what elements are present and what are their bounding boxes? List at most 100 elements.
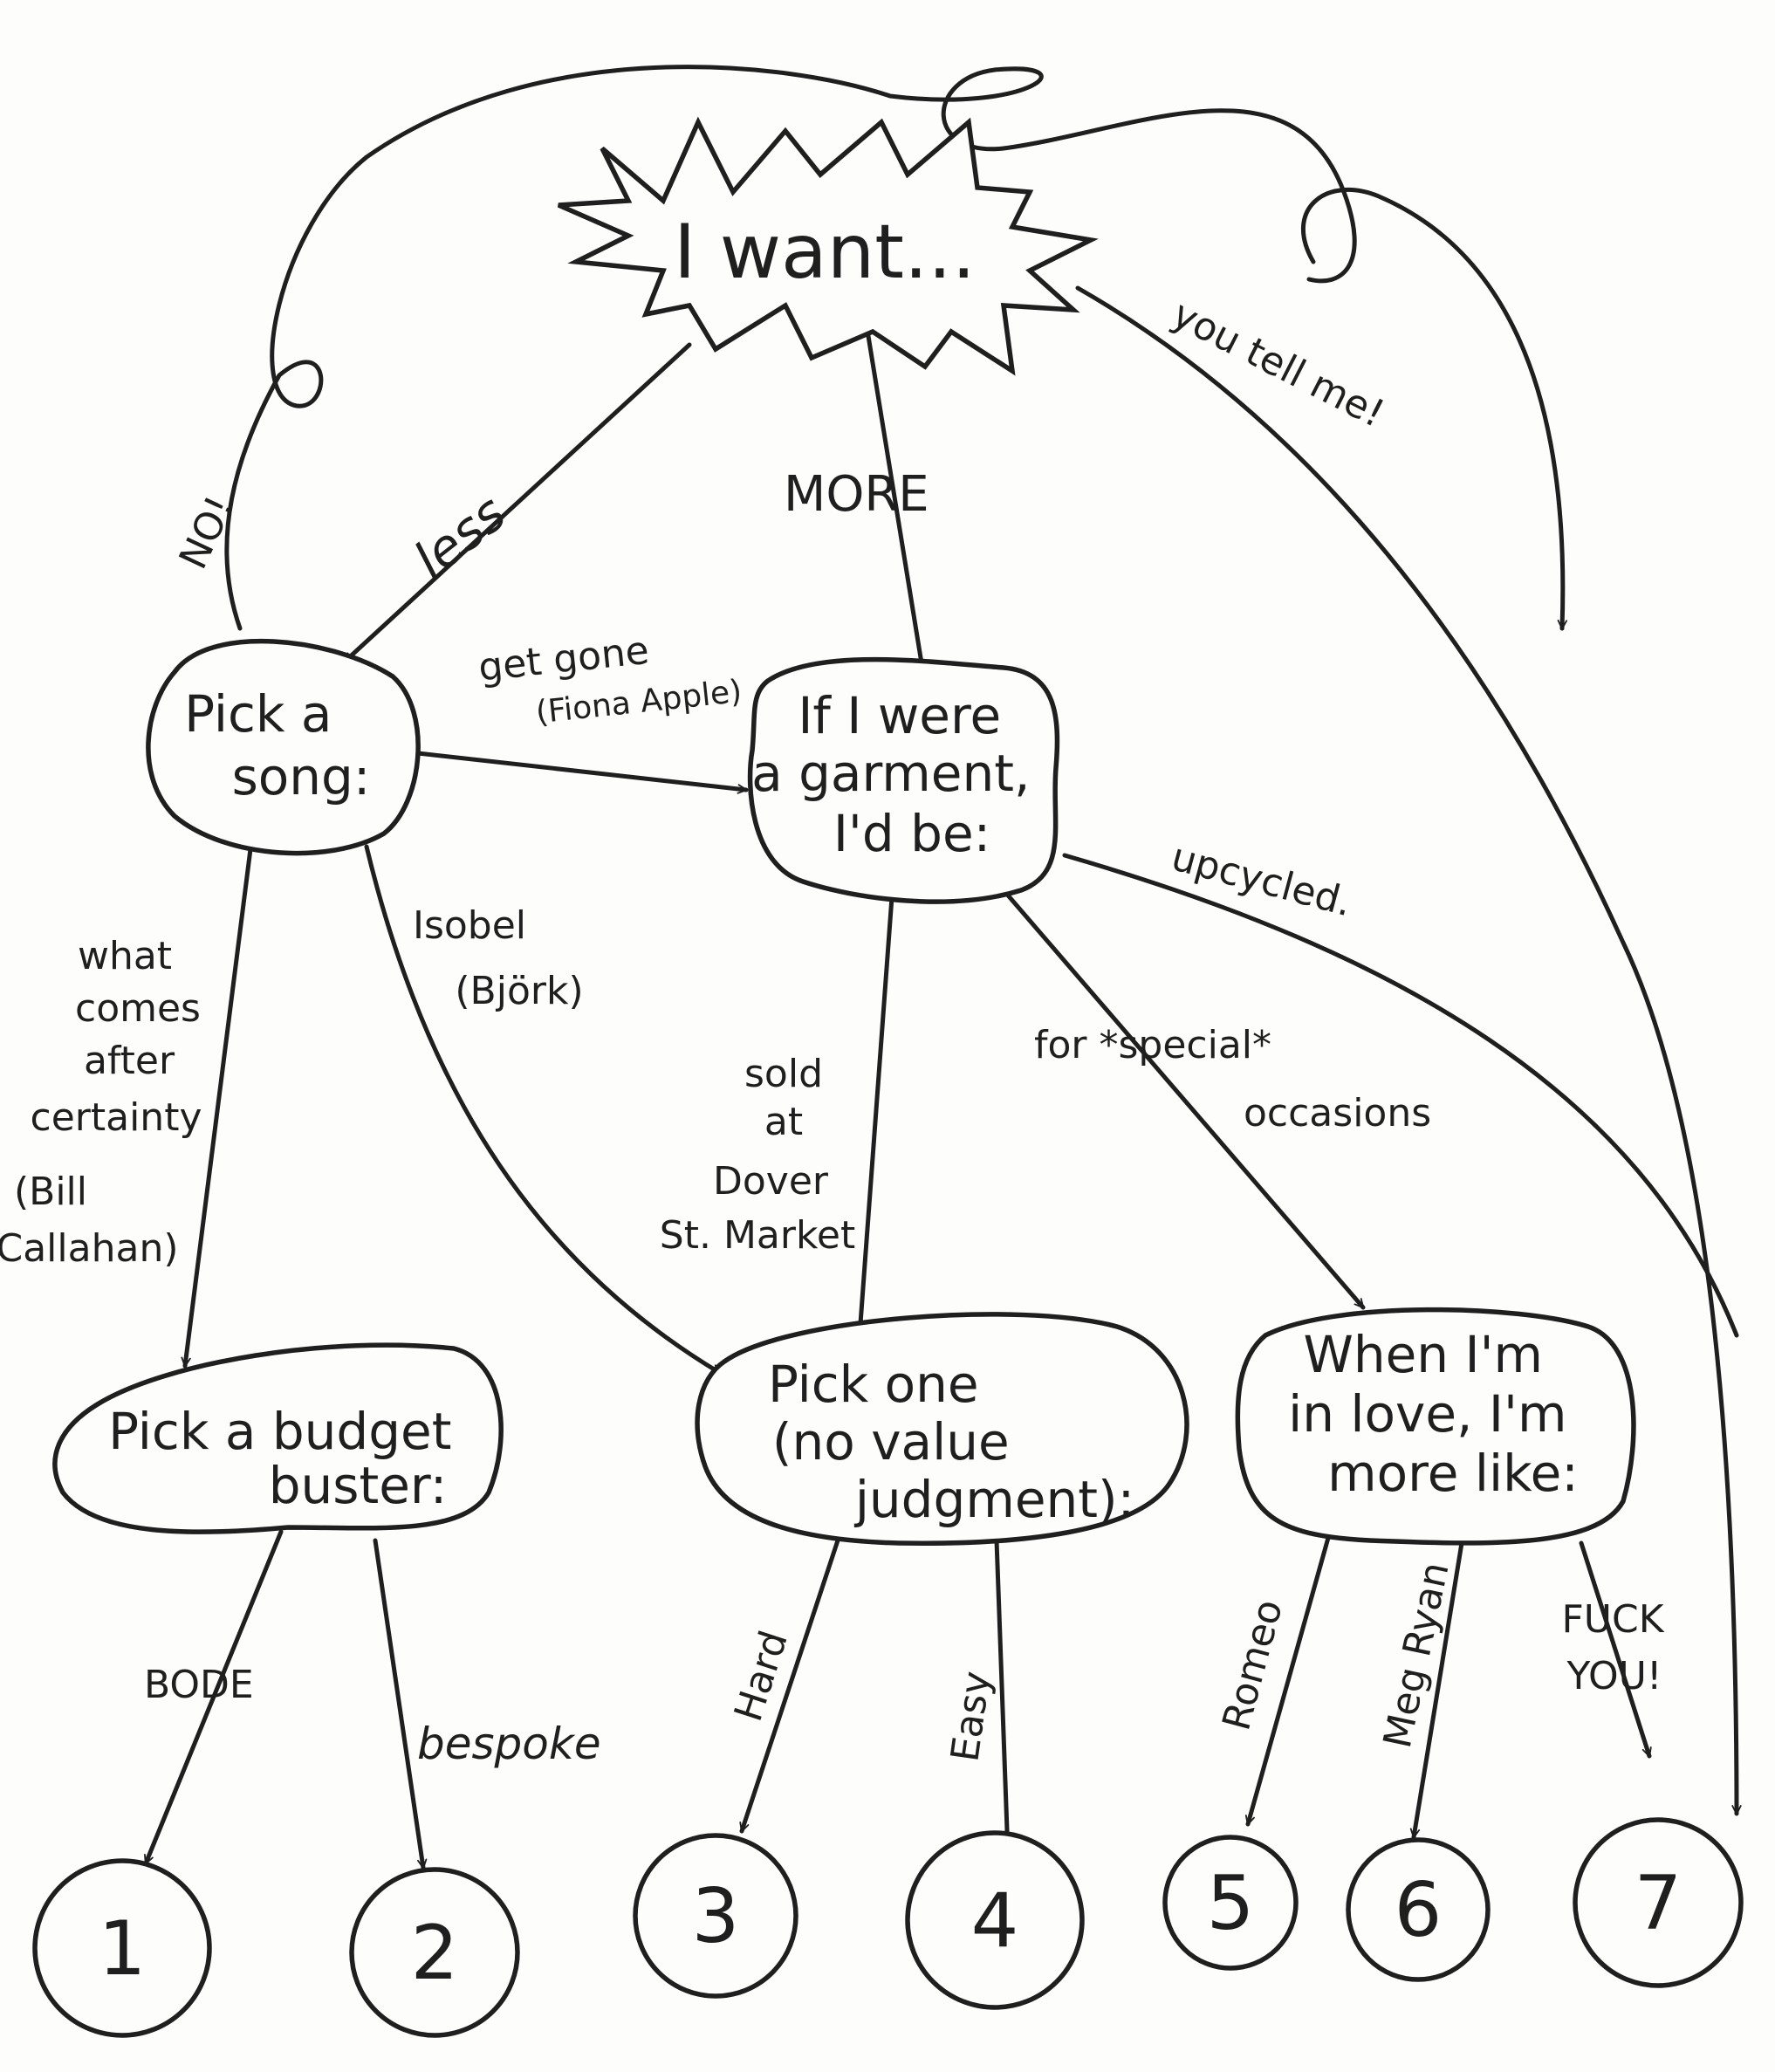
label-sold-at-line-4: St. Market [660,1213,855,1258]
start-label: I want... [674,209,976,296]
label-fuck-you-line-2: YOU! [1566,1654,1662,1698]
label-bode: BODE [144,1663,254,1707]
endpoint-6-circle [1346,1837,1491,1982]
endpoint-7: 7 [1573,1817,1744,1988]
edge-hard [739,1538,840,1834]
edge-easy [994,1538,1013,1857]
edge-upcycled [1062,853,1739,1338]
node-pick-a-song-line-1: Pick a [184,684,332,744]
node-budget-line-1: Pick a budget [108,1402,451,1461]
label-more: MORE [784,466,929,523]
label-sold-at: sold at Dover St. Market [660,1052,855,1258]
node-garment-line-2: a garment, [751,744,1030,803]
endpoint-1: 1 [32,1858,212,2038]
node-budget: Pick a budget buster: [52,1342,504,1534]
label-bespoke: bespoke [417,1719,601,1769]
node-pick-one-line-2: (no value [772,1412,1010,1472]
starburst-shape [557,116,1099,376]
edge-meg-ryan [1409,1540,1464,1840]
label-sold-at-line-1: sold [744,1052,823,1096]
edge-bode [143,1529,284,1866]
endpoint-6: 6 [1346,1837,1491,1982]
node-garment-shape [747,656,1060,904]
endpoint-2: 2 [349,1867,520,2038]
label-you-tell-me: you tell me! [1165,292,1391,436]
label-what-comes-line-6: Callahan) [0,1226,179,1271]
edge-loop-right [1301,187,1568,631]
label-what-comes-line-1: what [78,934,172,978]
label-what-comes-line-2: comes [75,986,201,1031]
edge-no-loop [224,65,1357,631]
node-budget-text: Pick a budget buster: [108,1402,468,1515]
node-pick-a-song: Pick a song: [146,638,421,856]
node-pick-one-line-1: Pick one [768,1355,979,1414]
node-pick-one-text: Pick one (no value judgment): [768,1355,1134,1529]
label-upcycled: upcycled. [1167,834,1356,925]
edge-what-comes [181,840,254,1369]
start-node: I want... [557,116,1099,376]
label-isobel: Isobel (Björk) [413,903,584,1013]
label-what-comes: what comes after certainty (Bill Callaha… [0,934,214,1271]
edge-romeo [1244,1535,1331,1827]
node-love: When I'm in love, I'm more like: [1235,1307,1636,1546]
node-pick-one-shape [695,1312,1189,1546]
label-sold-at-line-3: Dover [713,1159,829,1204]
label-fuck-you-line-1: FUCK [1561,1597,1664,1642]
label-get-gone-line-1: get gone [476,628,651,690]
label-what-comes-line-3: after [84,1039,175,1083]
node-love-line-2: in love, I'm [1288,1384,1566,1444]
label-get-gone-line-2: (Fiona Apple) [534,674,744,731]
endpoint-4-label: 4 [971,1877,1019,1965]
edge-labels: NO! less MORE you tell me! get gone (Fio… [0,292,1676,1769]
endpoint-6-label: 6 [1395,1867,1443,1954]
endpoint-4: 4 [905,1830,1085,2010]
label-hard: Hard [726,1625,797,1726]
endpoint-3: 3 [633,1833,798,1999]
label-fuck-you: FUCK YOU! [1561,1597,1676,1698]
label-less: less [403,483,517,590]
endpoint-7-circle [1573,1817,1744,1988]
edge-bespoke [373,1538,428,1870]
endpoint-4-circle [905,1830,1085,2010]
endpoint-1-circle [32,1858,212,2038]
endpoint-7-label: 7 [1635,1860,1682,1947]
endpoint-3-circle [633,1833,798,1999]
node-garment-line-3: I'd be: [833,804,990,863]
label-get-gone: get gone (Fiona Apple) [476,619,744,736]
label-what-comes-line-5: (Bill [14,1170,87,1214]
edge-special [1001,888,1366,1310]
label-special-line-2: occasions [1244,1091,1431,1135]
edge-less [342,342,692,664]
edge-fuck-you [1579,1540,1652,1759]
endpoint-5-label: 5 [1207,1860,1255,1947]
node-pick-a-song-shape [146,638,421,856]
node-budget-line-2: buster: [269,1456,448,1515]
edges [143,65,1742,1870]
node-love-text: When I'm in love, I'm more like: [1288,1325,1583,1503]
node-love-shape [1235,1307,1636,1546]
label-isobel-line-2: (Björk) [455,969,583,1013]
endpoint-2-label: 2 [411,1910,459,1997]
node-pick-one-line-3: judgment): [853,1470,1134,1529]
endpoint-1-label: 1 [99,1905,147,1993]
endpoint-5-circle [1162,1835,1299,1971]
nodes: I want... Pick a song: If I were a garme… [32,116,1744,2038]
node-pick-one: Pick one (no value judgment): [695,1312,1189,1546]
edge-you-tell-me [1075,285,1742,1816]
edge-more [866,333,928,676]
node-garment-text: If I were a garment, I'd be: [751,686,1046,863]
label-sold-at-line-2: at [764,1100,803,1144]
node-love-line-1: When I'm [1304,1325,1544,1384]
node-pick-a-song-text: Pick a song: [184,684,370,806]
label-special-line-1: for *special* [1034,1023,1271,1067]
edge-sold-at [854,895,894,1338]
label-easy: Easy [942,1669,999,1765]
endpoint-3-label: 3 [692,1873,740,1960]
node-garment: If I were a garment, I'd be: [747,656,1060,904]
node-garment-line-1: If I were [798,686,1001,745]
endpoint-5: 5 [1162,1835,1299,1971]
node-love-line-3: more like: [1327,1444,1579,1503]
label-what-comes-line-4: certainty [31,1095,202,1140]
edge-get-gone [408,750,749,794]
